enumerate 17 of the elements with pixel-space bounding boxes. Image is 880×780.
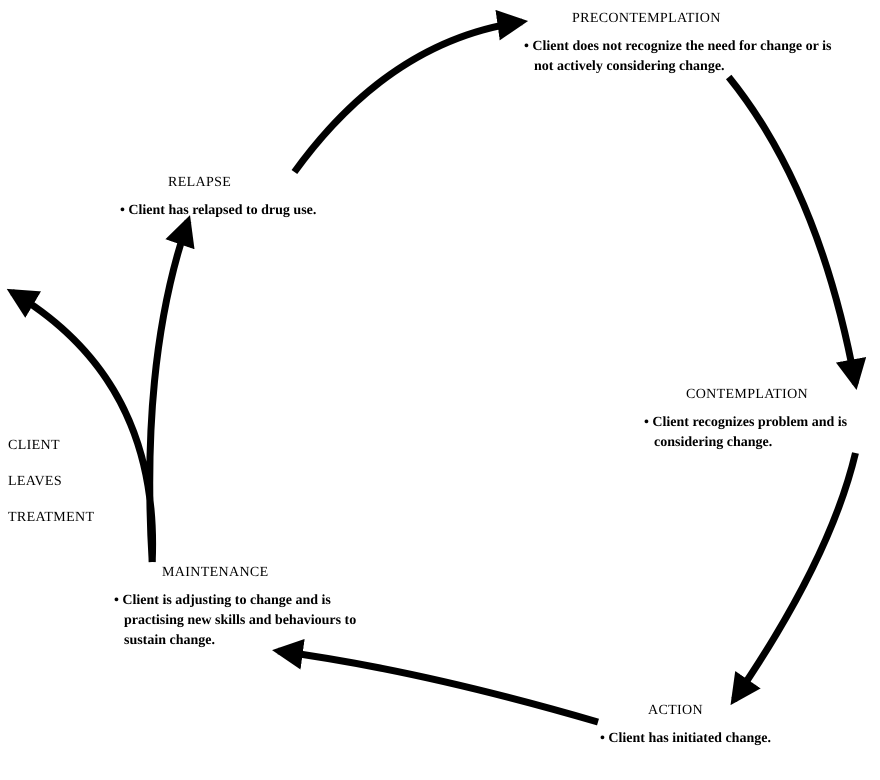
stage-description: • Client does not recognize the need for change or is not actively considering change. <box>523 38 832 76</box>
outcome-label: CLIENT LEAVES TREATMENT <box>8 437 94 527</box>
curved-arrow <box>292 10 528 174</box>
stage-description: • Client has relapsed to drug use. <box>119 202 318 220</box>
stage-heading: MAINTENANCE <box>161 564 270 582</box>
curved-arrow <box>726 74 866 390</box>
stage-description: • Client has initiated change. <box>599 730 772 748</box>
curved-arrow <box>146 215 196 562</box>
stage-heading: ACTION <box>647 702 704 720</box>
stage-description: • Client recognizes problem and is considering change. <box>643 414 848 452</box>
curved-arrow <box>272 639 599 726</box>
stage-heading: CONTEMPLATION <box>685 386 809 404</box>
stage-description: • Client is adjusting to change and is practising new skills and behaviours to sustain change. <box>113 592 358 650</box>
stage-heading: RELAPSE <box>167 174 232 192</box>
curved-arrow <box>6 288 156 562</box>
curved-arrow <box>730 452 859 706</box>
stage-heading: PRECONTEMPLATION <box>571 10 722 28</box>
